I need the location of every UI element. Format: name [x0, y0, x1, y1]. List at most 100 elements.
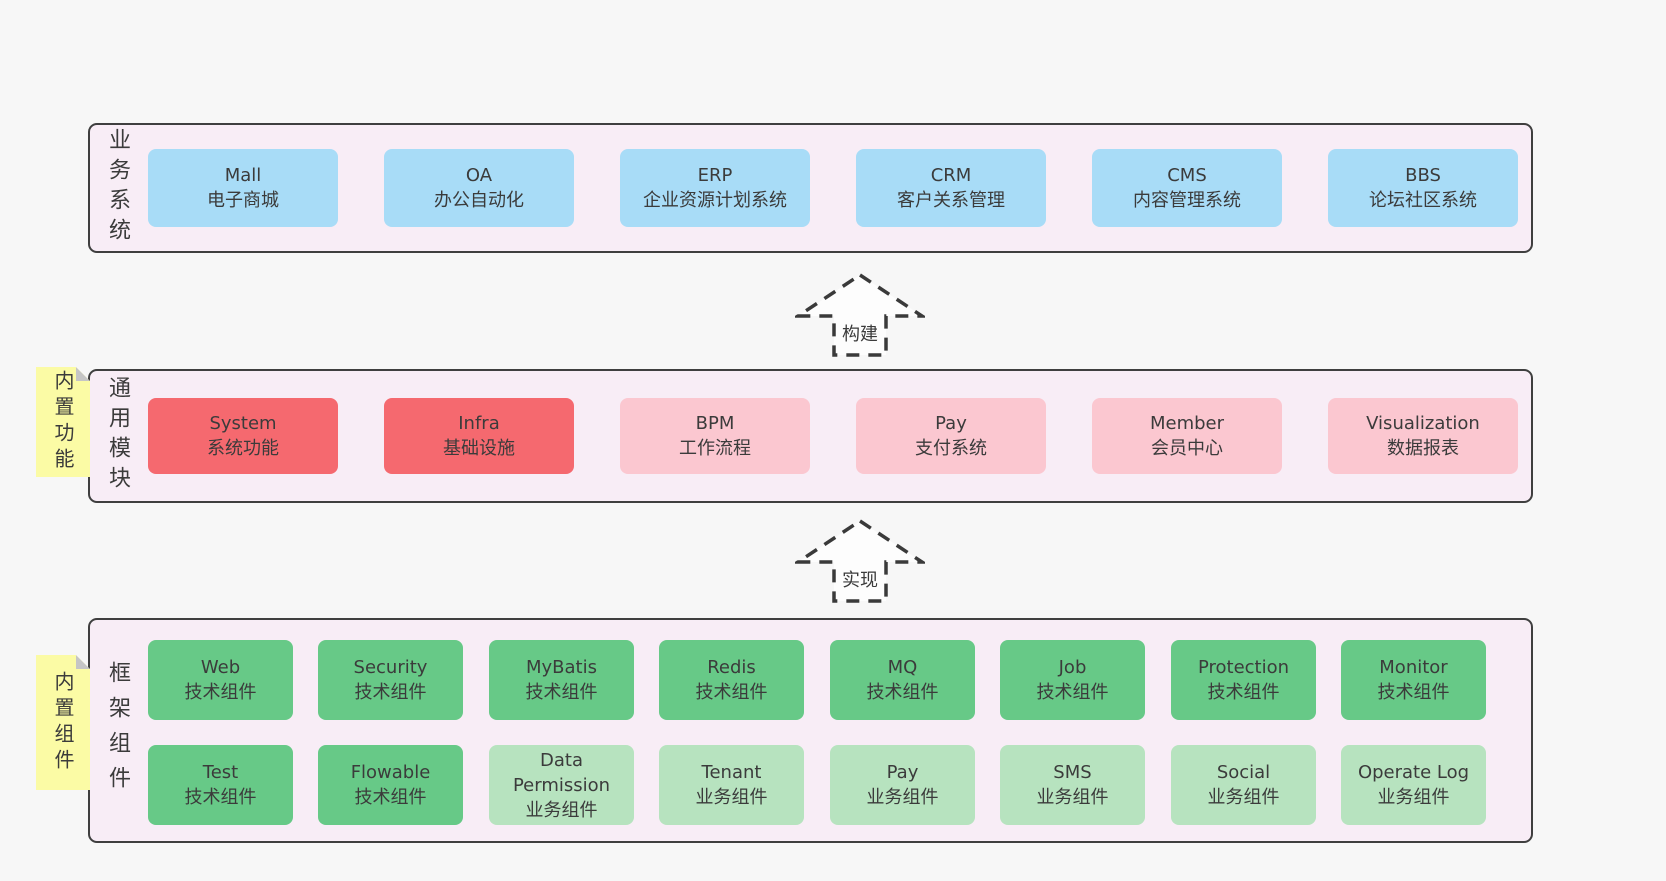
box-title: Mall: [224, 165, 262, 186]
box-subtitle: 客户关系管理: [897, 190, 1005, 211]
box-title: Tenant: [701, 762, 762, 783]
box-protection: Protection 技术组件: [1171, 640, 1316, 720]
box-erp: ERP 企业资源计划系统: [620, 149, 810, 227]
box-subtitle: 业务组件: [695, 787, 768, 808]
box-data-permission: Data Permission 业务组件: [489, 745, 634, 825]
box-oa: OA 办公自动化: [384, 149, 574, 227]
box-title: Pay: [886, 762, 919, 783]
box-title: Monitor: [1379, 657, 1448, 678]
box-title: Visualization: [1366, 413, 1480, 434]
box-flowable: Flowable 技术组件: [318, 745, 463, 825]
box-title: CRM: [930, 165, 972, 186]
box-subtitle: 技术组件: [184, 787, 257, 808]
box-subtitle: 会员中心: [1151, 438, 1223, 459]
business-systems-panel: 业务系统 Mall 电子商城 OA 办公自动化 ERP 企业资源计划系统 CRM…: [88, 123, 1533, 253]
box-visualization: Visualization 数据报表: [1328, 398, 1518, 474]
box-title: Data Permission: [512, 749, 611, 796]
builtin-features-sticky-note: 内置功能: [36, 367, 90, 477]
box-web: Web 技术组件: [148, 640, 293, 720]
box-title: Protection: [1197, 657, 1290, 678]
box-title: BBS: [1405, 165, 1441, 186]
box-title: Infra: [458, 413, 500, 434]
framework-components-panel: 框架组件 Web 技术组件 Security 技术组件 MyBatis 技术组件…: [88, 618, 1533, 843]
builtin-components-sticky-note: 内置组件: [36, 655, 90, 790]
business-systems-label: 业务系统: [105, 128, 130, 248]
box-subtitle: 论坛社区系统: [1369, 190, 1477, 211]
box-subtitle: 技术组件: [866, 682, 939, 703]
box-title: ERP: [697, 165, 733, 186]
arrow-label: 构建: [842, 324, 878, 345]
box-mall: Mall 电子商城: [148, 149, 338, 227]
box-security: Security 技术组件: [318, 640, 463, 720]
box-title: MQ: [887, 657, 918, 678]
box-subtitle: 业务组件: [525, 799, 598, 821]
box-monitor: Monitor 技术组件: [1341, 640, 1486, 720]
up-arrow-icon: [795, 272, 925, 357]
box-bbs: BBS 论坛社区系统: [1328, 149, 1518, 227]
box-title: Redis: [707, 657, 756, 678]
box-title: Pay: [935, 413, 967, 434]
box-subtitle: 技术组件: [1207, 682, 1280, 703]
box-sms: SMS 业务组件: [1000, 745, 1145, 825]
box-subtitle: 业务组件: [1377, 787, 1450, 808]
box-subtitle: 业务组件: [1207, 787, 1280, 808]
box-redis: Redis 技术组件: [659, 640, 804, 720]
box-title: Social: [1216, 762, 1271, 783]
box-subtitle: 基础设施: [443, 438, 515, 459]
framework-components-label: 框架组件: [105, 660, 130, 801]
box-social: Social 业务组件: [1171, 745, 1316, 825]
box-subtitle: 技术组件: [354, 682, 427, 703]
up-arrow-icon: [795, 518, 925, 603]
box-subtitle: 系统功能: [207, 438, 279, 459]
common-modules-panel: 通用模块 System 系统功能 Infra 基础设施 BPM 工作流程 Pay…: [88, 369, 1533, 503]
box-bpm: BPM 工作流程: [620, 398, 810, 474]
box-title: Test: [202, 762, 239, 783]
box-title: Security: [353, 657, 428, 678]
box-pay-component: Pay 业务组件: [830, 745, 975, 825]
box-member: Member 会员中心: [1092, 398, 1282, 474]
box-cms: CMS 内容管理系统: [1092, 149, 1282, 227]
box-subtitle: 工作流程: [679, 438, 751, 459]
box-mybatis: MyBatis 技术组件: [489, 640, 634, 720]
box-subtitle: 技术组件: [525, 682, 598, 703]
box-subtitle: 技术组件: [354, 787, 427, 808]
box-title: Operate Log: [1357, 762, 1470, 783]
sticky-label: 内置组件: [51, 670, 75, 775]
box-subtitle: 技术组件: [184, 682, 257, 703]
box-tenant: Tenant 业务组件: [659, 745, 804, 825]
box-subtitle: 支付系统: [915, 438, 987, 459]
build-arrow: 构建: [795, 272, 925, 358]
box-title: Flowable: [350, 762, 431, 783]
box-title: CMS: [1167, 165, 1207, 186]
box-title: System: [209, 413, 277, 434]
box-pay-module: Pay 支付系统: [856, 398, 1046, 474]
box-test: Test 技术组件: [148, 745, 293, 825]
box-crm: CRM 客户关系管理: [856, 149, 1046, 227]
box-subtitle: 业务组件: [1036, 787, 1109, 808]
box-subtitle: 数据报表: [1387, 438, 1459, 459]
box-subtitle: 技术组件: [695, 682, 768, 703]
implement-arrow: 实现: [795, 518, 925, 604]
arrow-label: 实现: [842, 570, 878, 591]
box-subtitle: 办公自动化: [434, 190, 524, 211]
box-title: Web: [200, 657, 241, 678]
box-subtitle: 企业资源计划系统: [643, 190, 787, 211]
box-infra: Infra 基础设施: [384, 398, 574, 474]
box-job: Job 技术组件: [1000, 640, 1145, 720]
box-subtitle: 技术组件: [1377, 682, 1450, 703]
box-subtitle: 内容管理系统: [1133, 190, 1241, 211]
box-operate-log: Operate Log 业务组件: [1341, 745, 1486, 825]
box-subtitle: 业务组件: [866, 787, 939, 808]
box-mq: MQ 技术组件: [830, 640, 975, 720]
box-title: MyBatis: [526, 657, 597, 678]
box-title: Member: [1149, 413, 1225, 434]
box-title: OA: [465, 165, 493, 186]
sticky-label: 内置功能: [51, 370, 75, 474]
box-subtitle: 技术组件: [1036, 682, 1109, 703]
box-title: SMS: [1053, 762, 1092, 783]
common-modules-label: 通用模块: [105, 376, 130, 496]
box-title: Job: [1058, 657, 1087, 678]
box-title: BPM: [695, 413, 735, 434]
box-subtitle: 电子商城: [207, 190, 279, 211]
